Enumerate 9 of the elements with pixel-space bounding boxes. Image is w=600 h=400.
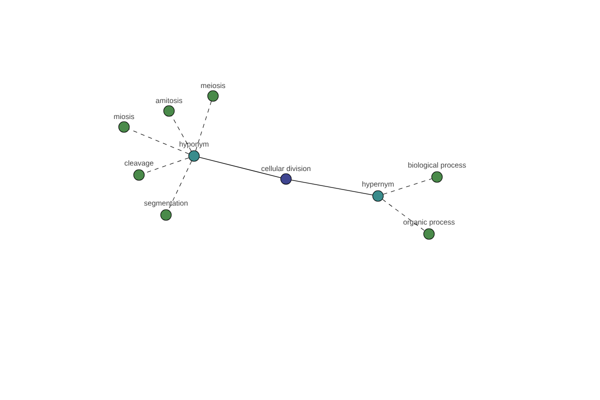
edge xyxy=(382,199,425,231)
edge xyxy=(144,158,189,174)
edge xyxy=(383,178,432,195)
edge xyxy=(291,180,373,196)
edge xyxy=(195,101,212,151)
edge xyxy=(168,160,192,210)
edge xyxy=(199,157,281,178)
edge xyxy=(128,128,190,154)
edge xyxy=(171,116,192,152)
